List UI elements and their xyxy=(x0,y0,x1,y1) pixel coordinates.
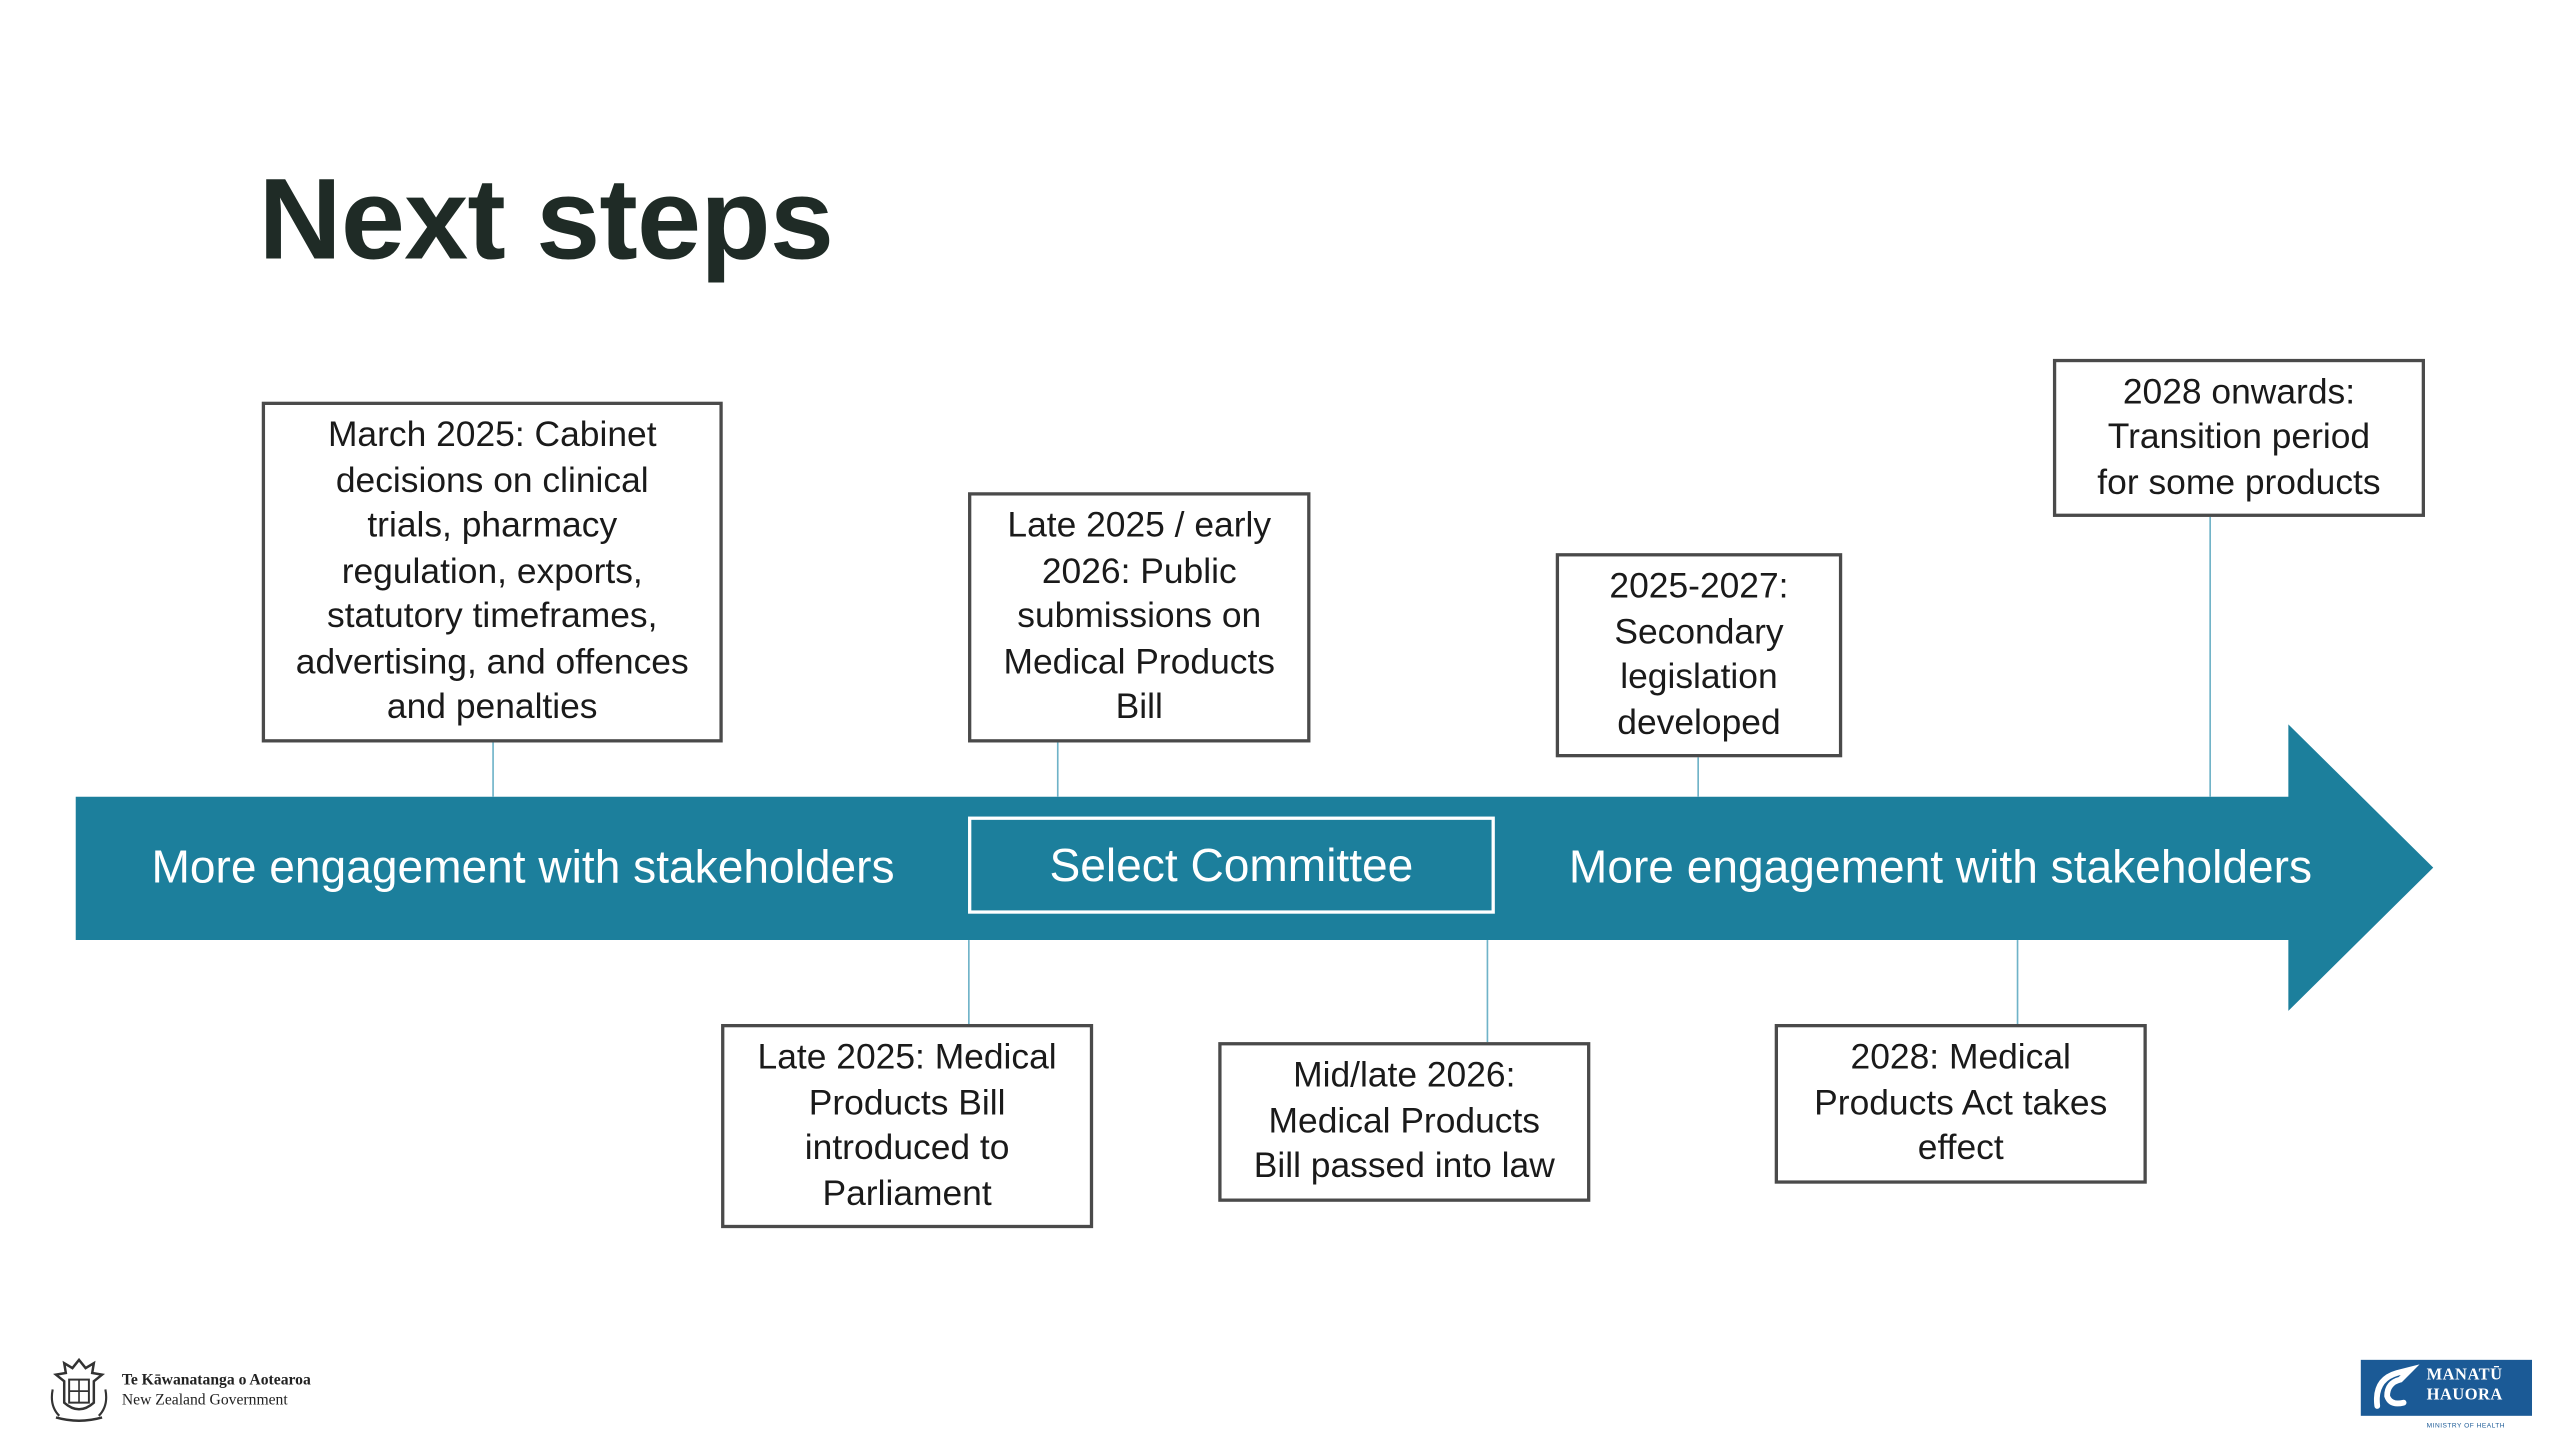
page-title: Next steps xyxy=(258,154,834,284)
milestone-line: developed xyxy=(1617,702,1781,742)
connector-line xyxy=(1697,755,1699,797)
manatu-hauora-koru-icon xyxy=(2373,1364,2420,1409)
milestone-line: Late 2025 / early xyxy=(1007,505,1272,546)
milestone-line: for some products xyxy=(2097,462,2381,502)
milestone-line: Transition period xyxy=(2107,416,2371,457)
connector-line xyxy=(1056,740,1059,797)
band-label-left: More engagement with stakeholders xyxy=(151,841,895,893)
nz-government-logo: Te Kāwanatanga o Aotearoa New Zealand Go… xyxy=(43,1353,356,1425)
milestone-bill-passed: Mid/late 2026: Medical Products Bill pas… xyxy=(1218,1042,1591,1202)
milestone-secondary-legislation: 2025-2027: Secondary legislation develop… xyxy=(1555,553,1843,758)
connector-line xyxy=(2209,515,2211,797)
milestone-line: 2025-2027: xyxy=(1609,566,1789,606)
milestone-line: Parliament xyxy=(822,1172,992,1213)
milestone-line: submissions on xyxy=(1017,596,1262,636)
milestone-line: Late 2025: Medical xyxy=(757,1037,1057,1077)
connector-line xyxy=(1486,940,1489,1044)
milestone-line: 2028 onwards: xyxy=(2122,371,2356,412)
milestone-line: Medical Products xyxy=(1003,641,1275,682)
connector-line xyxy=(968,940,970,1026)
milestone-line: advertising, and offences xyxy=(295,641,689,682)
band-label-middle: Select Committee xyxy=(1049,838,1414,890)
manatu-hauora-badge: MANATŪ HAUORA xyxy=(2360,1359,2533,1416)
ministry-logo-subtext: MINISTRY OF HEALTH xyxy=(2426,1420,2506,1429)
timeline-arrow-shape xyxy=(75,724,2434,1011)
milestone-line: Products Act takes xyxy=(1814,1082,2108,1123)
ministry-logo-line1: MANATŪ xyxy=(2426,1366,2503,1385)
milestone-public-submissions: Late 2025 / early 2026: Public submissio… xyxy=(968,492,1311,743)
milestone-bill-introduced: Late 2025: Medical Products Bill introdu… xyxy=(721,1023,1094,1229)
milestone-line: 2028: Medical xyxy=(1850,1037,2071,1078)
milestone-line: effect xyxy=(1917,1128,2004,1168)
nz-coat-of-arms-icon xyxy=(50,1357,108,1422)
manatu-hauora-logo: MANATŪ HAUORA MINISTRY OF HEALTH xyxy=(2360,1359,2533,1432)
milestone-line: Products Bill xyxy=(808,1082,1006,1122)
milestone-line: 2026: Public xyxy=(1041,551,1237,591)
milestone-line: March 2025: Cabinet xyxy=(327,415,657,455)
milestone-act-takes-effect: 2028: Medical Products Act takes effect xyxy=(1774,1023,2147,1184)
connector-line xyxy=(492,740,494,797)
milestone-line: Mid/late 2026: xyxy=(1293,1055,1516,1096)
gov-logo-text-maori: Te Kāwanatanga o Aotearoa xyxy=(121,1373,311,1390)
ministry-logo-line2: HAUORA xyxy=(2426,1386,2503,1405)
connector-line xyxy=(2016,940,2019,1026)
milestone-line: decisions on clinical xyxy=(335,460,649,501)
select-committee-box: Select Committee xyxy=(968,816,1495,914)
milestone-line: Bill passed into law xyxy=(1253,1146,1555,1186)
milestone-line: introduced to xyxy=(804,1127,1010,1168)
milestone-transition-period: 2028 onwards: Transition period for some… xyxy=(2052,358,2425,517)
milestone-march-2025: March 2025: Cabinet decisions on clinica… xyxy=(261,401,723,743)
milestone-line: trials, pharmacy xyxy=(367,505,618,546)
milestone-line: and penalties xyxy=(386,686,598,727)
milestone-line: statutory timeframes, xyxy=(326,596,658,636)
gov-logo-text-english: New Zealand Government xyxy=(121,1392,288,1410)
milestone-line: legislation xyxy=(1620,656,1778,697)
milestone-line: Medical Products xyxy=(1268,1100,1541,1141)
milestone-line: Secondary xyxy=(1614,611,1784,652)
band-label-right: More engagement with stakeholders xyxy=(1568,841,2313,893)
milestone-line: regulation, exports, xyxy=(341,551,643,591)
milestone-line: Bill xyxy=(1115,686,1163,727)
